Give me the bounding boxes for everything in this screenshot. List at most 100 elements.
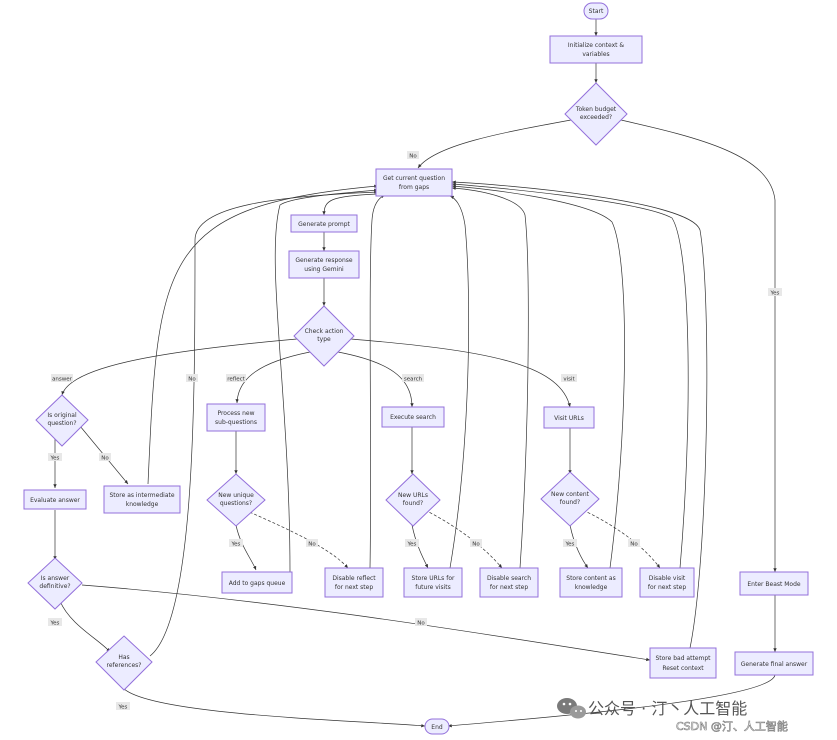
edge-storeint-getq [147, 184, 379, 485]
edge-newcontent-disvisit [582, 509, 661, 569]
edge-budget-beast [620, 119, 777, 572]
node-new-unique-decision: New unique questions? [206, 473, 266, 527]
wechat-icon [557, 698, 586, 719]
svg-text:New URLs: New URLs [398, 492, 428, 499]
svg-text:Generate final answer: Generate final answer [741, 661, 808, 668]
svg-text:for next step: for next step [335, 584, 374, 591]
node-visit-urls: Visit URLs [543, 406, 595, 429]
edge-storecontent-getq [451, 184, 625, 569]
node-is-original-decision: Is original question? [35, 394, 89, 447]
edge-label-hasref-yes: Yes [116, 702, 130, 711]
nodes: Start Initialize context & variables Tok… [23, 2, 814, 735]
svg-text:using Gemini: using Gemini [304, 266, 344, 273]
svg-text:Check action: Check action [305, 328, 344, 335]
edge-hasref-end [122, 687, 426, 728]
node-new-urls-decision: New URLs found? [385, 473, 441, 527]
node-get-question: Get current question from gaps [375, 168, 453, 197]
svg-text:New unique: New unique [218, 492, 254, 499]
edge-label-uniq-yes: Yes [229, 539, 243, 548]
svg-text:future visits: future visits [415, 584, 451, 591]
svg-text:No: No [409, 154, 417, 160]
svg-text:questions?: questions? [220, 500, 252, 507]
svg-text:variables: variables [582, 51, 609, 58]
watermark-main-text: 公众号 · 汀丶人工智能 [588, 699, 747, 718]
edge-label-budget-yes: Yes [768, 288, 782, 297]
edge-check-visiturls [350, 338, 571, 408]
svg-text:for next step: for next step [648, 584, 687, 591]
edge-newuniq-disreflect [244, 509, 349, 569]
svg-text:found?: found? [560, 499, 580, 506]
svg-text:Initialize context &: Initialize context & [568, 42, 625, 49]
svg-text:Get current question: Get current question [383, 175, 445, 182]
node-final-answer: Generate final answer [734, 651, 814, 676]
node-generate-prompt: Generate prompt [290, 214, 358, 233]
edge-label-urls-yes: Yes [405, 539, 419, 548]
node-store-urls: Store URLs for future visits [403, 567, 463, 598]
svg-text:Store as intermediate: Store as intermediate [109, 492, 174, 499]
node-process-subquestions: Process new sub-questions [206, 403, 266, 432]
edge-addgaps-getq [274, 188, 379, 573]
svg-text:Enter Beast Mode: Enter Beast Mode [747, 581, 801, 588]
edge-check-execsearch [337, 351, 414, 408]
edge-label-search: search [402, 374, 424, 383]
edge-storeurls-getq [449, 195, 470, 569]
svg-text:Process new: Process new [217, 410, 254, 417]
svg-text:for next step: for next step [490, 584, 529, 591]
svg-text:knowledge: knowledge [126, 501, 159, 508]
node-has-references-decision: Has references? [95, 635, 153, 691]
edge-disreflect-getq [369, 194, 386, 569]
svg-text:Yes: Yes [118, 705, 128, 711]
node-end: End [424, 718, 450, 735]
edge-budget-getq [417, 119, 572, 169]
edge-finalans-end [447, 674, 776, 728]
svg-text:Yes: Yes [50, 456, 60, 462]
svg-text:Yes: Yes [770, 291, 780, 297]
node-disable-search: Disable search for next step [479, 567, 539, 598]
edge-label-visit: visit [561, 374, 577, 383]
svg-text:New content: New content [551, 491, 590, 498]
svg-text:sub-questions: sub-questions [215, 419, 257, 426]
edge-label-content-no: No [628, 539, 640, 548]
svg-text:Yes: Yes [231, 542, 241, 548]
node-store-content: Store content as knowledge [559, 567, 623, 598]
edge-dissearch-getq [451, 186, 529, 569]
svg-text:type: type [317, 336, 331, 343]
svg-text:End: End [431, 724, 443, 731]
svg-text:Generate response: Generate response [295, 257, 352, 264]
svg-text:Is original: Is original [47, 412, 77, 419]
edge-newuniq-addgaps [235, 524, 257, 571]
node-new-content-decision: New content found? [540, 471, 600, 527]
node-execute-search: Execute search [381, 406, 445, 428]
edge-hasref-getq [149, 190, 379, 657]
edge-disvisit-getq [451, 182, 689, 569]
svg-text:Visit URLs: Visit URLs [554, 415, 584, 422]
edge-newurls-storeurls [411, 524, 429, 569]
svg-text:Yes: Yes [407, 542, 417, 548]
edge-label-isorig-no: No [99, 453, 111, 462]
svg-text:No: No [101, 456, 109, 462]
svg-text:Disable visit: Disable visit [649, 575, 686, 582]
svg-text:No: No [630, 542, 638, 548]
svg-text:Add to gaps queue: Add to gaps queue [229, 580, 286, 587]
svg-text:exceeded?: exceeded? [580, 114, 612, 121]
node-initialize: Initialize context & variables [549, 35, 643, 64]
node-start: Start [583, 2, 609, 20]
svg-text:Generate prompt: Generate prompt [298, 221, 350, 228]
svg-text:No: No [472, 542, 480, 548]
svg-text:answer: answer [52, 377, 73, 383]
node-add-to-gaps: Add to gaps queue [221, 571, 293, 594]
svg-text:Token budget: Token budget [575, 106, 617, 113]
svg-text:Yes: Yes [50, 621, 60, 627]
node-beast-mode: Enter Beast Mode [739, 571, 809, 596]
svg-text:knowledge: knowledge [575, 584, 608, 591]
edge-newcontent-storecontent [569, 524, 589, 569]
node-definitive-decision: Is answer definitive? [27, 557, 83, 610]
edge-label-answer: answer [51, 374, 73, 383]
svg-text:visit: visit [563, 377, 575, 383]
edge-label-def-yes: Yes [48, 618, 62, 627]
node-check-action-decision: Check action type [293, 305, 355, 367]
svg-text:from gaps: from gaps [399, 184, 429, 191]
svg-text:Store URLs for: Store URLs for [412, 575, 455, 582]
svg-text:references?: references? [107, 662, 142, 669]
svg-text:question?: question? [47, 420, 76, 427]
